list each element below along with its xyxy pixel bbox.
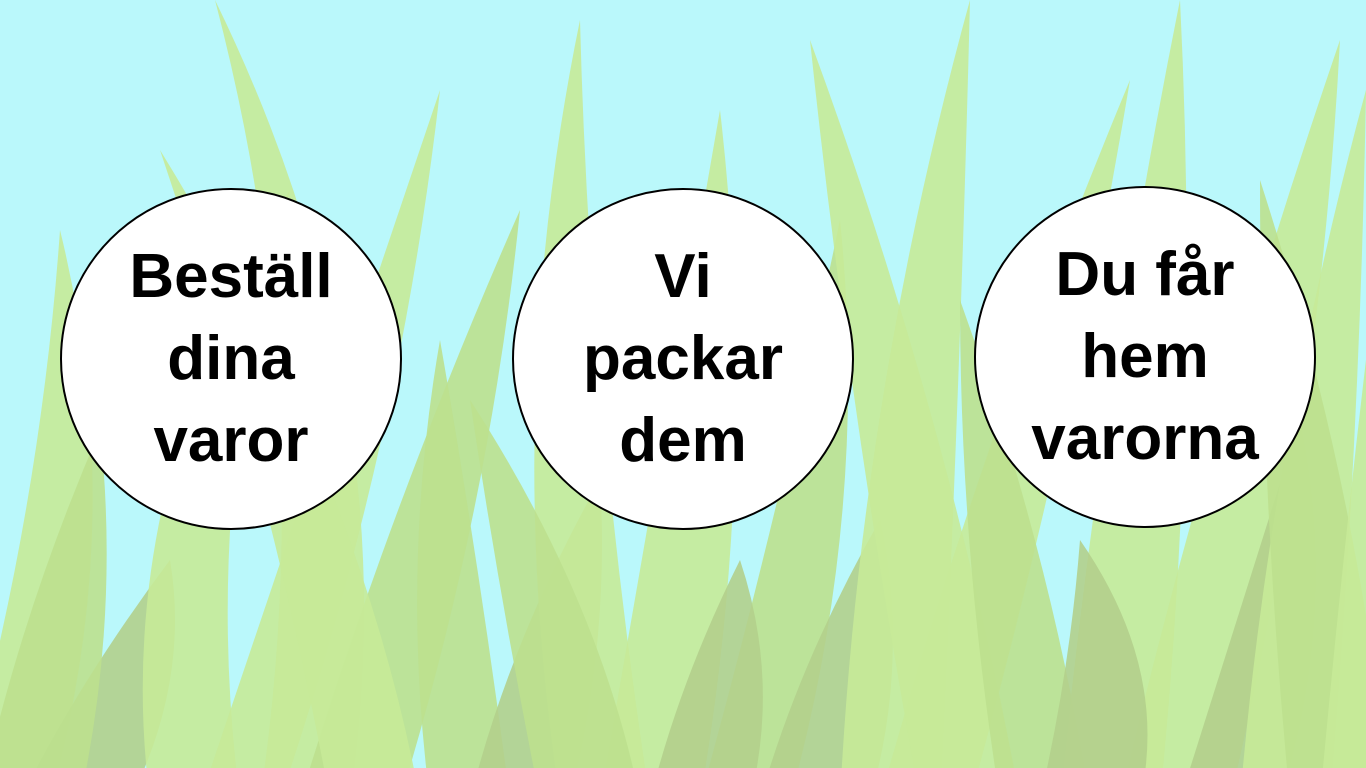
- grass-blade: [0, 430, 107, 768]
- step-circle-deliver: Du får hem varorna: [974, 186, 1316, 528]
- grass-blade: [1047, 540, 1148, 768]
- grass-blade: [1322, 360, 1366, 768]
- grass-blade: [417, 340, 506, 768]
- step-text-pack: Vi packar dem: [583, 242, 783, 475]
- step-text-order: Beställ dina varor: [129, 242, 333, 475]
- step-text-deliver: Du får hem varorna: [1031, 240, 1259, 473]
- grass-blade: [810, 40, 1014, 768]
- step-circle-pack: Vi packar dem: [512, 188, 854, 530]
- grass-blade: [470, 400, 633, 768]
- grass-blade: [658, 560, 763, 768]
- step-circle-order: Beställ dina varor: [60, 188, 402, 530]
